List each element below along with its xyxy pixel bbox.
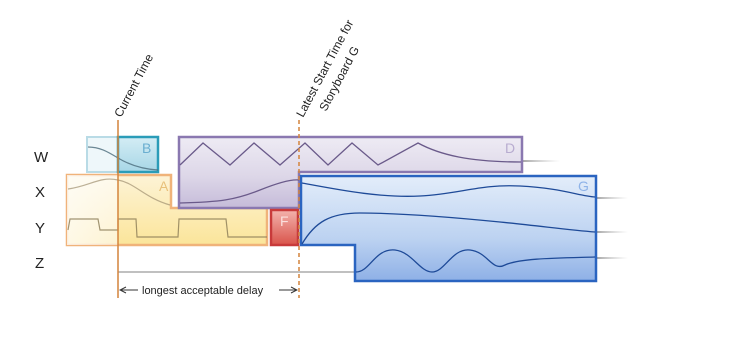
lane-label-x: X <box>35 184 45 201</box>
block-f-label: F <box>280 213 289 229</box>
block-g-tail-z <box>596 257 628 259</box>
delay-label: longest acceptable delay <box>142 285 264 297</box>
lane-label-y: Y <box>35 220 45 237</box>
block-b-label: B <box>142 140 151 156</box>
storyboard-block-a: A <box>65 173 269 247</box>
lane-label-w: W <box>34 149 49 166</box>
storyboard-block-f: F <box>269 208 300 247</box>
block-d-tail <box>522 160 560 162</box>
lane-label-z: Z <box>35 255 44 272</box>
storyboard-block-g: G <box>299 174 598 283</box>
block-g-label: G <box>578 178 589 194</box>
block-g-tail-y <box>596 231 628 233</box>
current-time-label: Current Time <box>111 51 156 119</box>
block-a-label: A <box>159 178 169 194</box>
storyboard-block-b: B <box>86 135 160 174</box>
block-g-tail-x <box>596 197 628 199</box>
storyboard-block-d: D <box>177 135 524 210</box>
block-d-label: D <box>505 140 515 156</box>
